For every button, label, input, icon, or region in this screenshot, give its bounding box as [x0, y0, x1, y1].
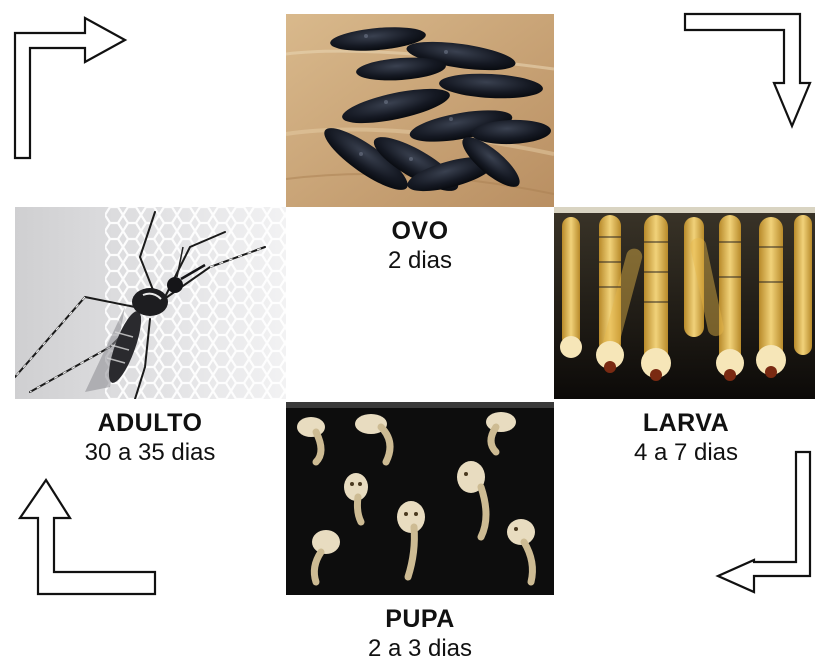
pupa-stage-duration: 2 a 3 dias [300, 634, 540, 664]
arrow-pupa-to-adulto-icon [10, 476, 160, 606]
arrow-larva-to-pupa-icon [712, 448, 815, 606]
pupae-photo [286, 402, 554, 595]
adulto-stage-duration: 30 a 35 dias [30, 438, 270, 468]
adult-mosquito-photo [15, 207, 286, 399]
larva-stage-name: LARVA [566, 408, 806, 438]
arrow-ovo-to-larva-icon [682, 8, 815, 133]
adulto-label: ADULTO 30 a 35 dias [30, 408, 270, 468]
larvae-photo [554, 207, 815, 399]
pupa-stage-name: PUPA [300, 604, 540, 634]
adulto-stage-name: ADULTO [30, 408, 270, 438]
eggs-photo [286, 14, 554, 207]
arrow-adulto-to-ovo-icon [10, 8, 135, 163]
ovo-label: OVO 2 dias [300, 216, 540, 276]
ovo-stage-duration: 2 dias [300, 246, 540, 276]
pupa-label: PUPA 2 a 3 dias [300, 604, 540, 664]
ovo-stage-name: OVO [300, 216, 540, 246]
